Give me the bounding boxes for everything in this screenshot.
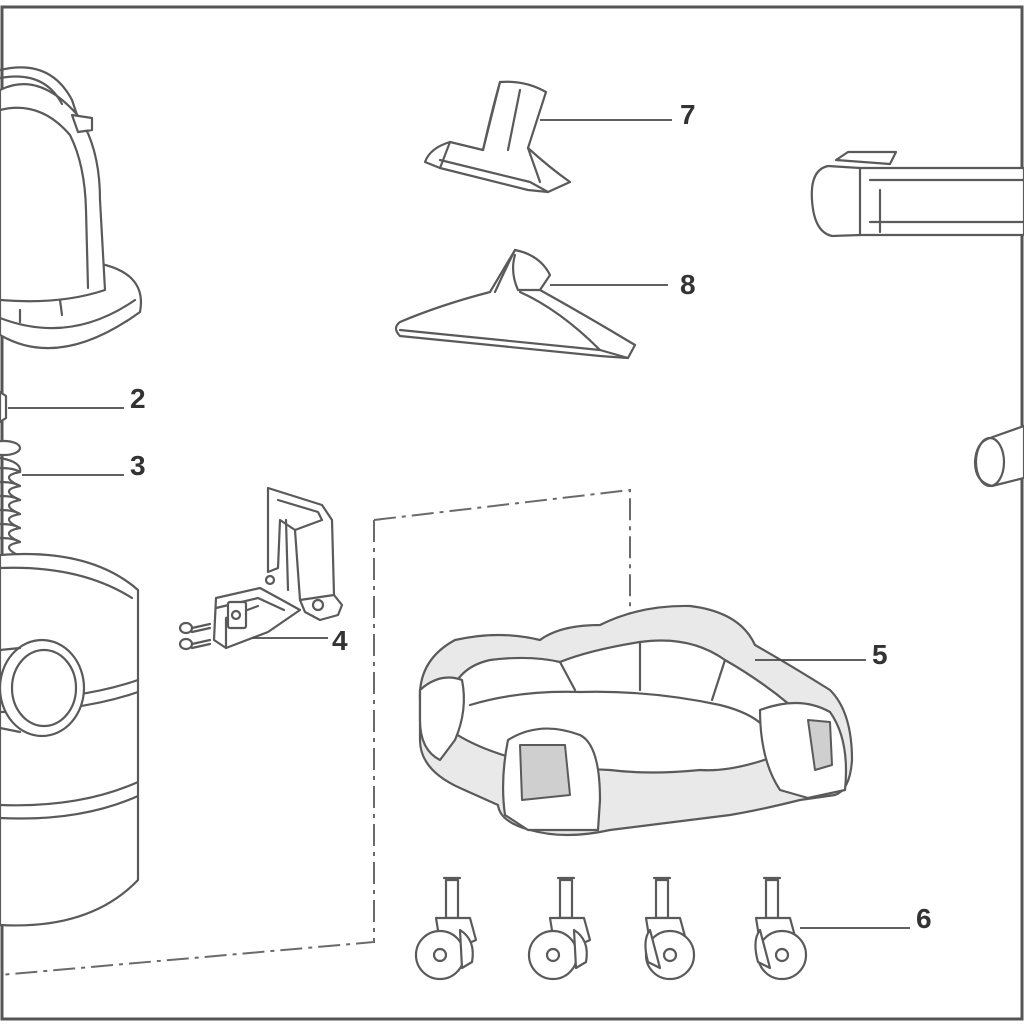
part-5-base-dolly	[418, 604, 854, 837]
part-drum	[0, 552, 140, 927]
part-8-floor-tool	[394, 248, 637, 360]
part-4-bracket	[178, 486, 344, 651]
part-3-spring	[0, 439, 22, 558]
callout-6: 6	[916, 903, 932, 934]
caster-3	[644, 876, 696, 981]
part-extension-tube	[973, 424, 1024, 488]
caster-4	[754, 876, 808, 981]
callout-4: 4	[332, 625, 348, 656]
part-motor-head	[0, 66, 143, 350]
callout-3: 3	[130, 450, 146, 481]
callout-8: 8	[680, 269, 696, 300]
callout-5: 5	[872, 639, 888, 670]
part-7-crevice-tool	[423, 80, 572, 194]
caster-2	[527, 876, 592, 981]
caster-1	[414, 876, 478, 981]
part-2-nut	[0, 390, 8, 424]
page-border	[0, 5, 1024, 1021]
assembly-line-lower	[0, 520, 375, 976]
part-6-casters	[414, 876, 808, 981]
callout-2: 2	[130, 383, 146, 414]
part-hose	[810, 150, 1024, 238]
screws	[178, 621, 212, 651]
callout-7: 7	[680, 99, 696, 130]
